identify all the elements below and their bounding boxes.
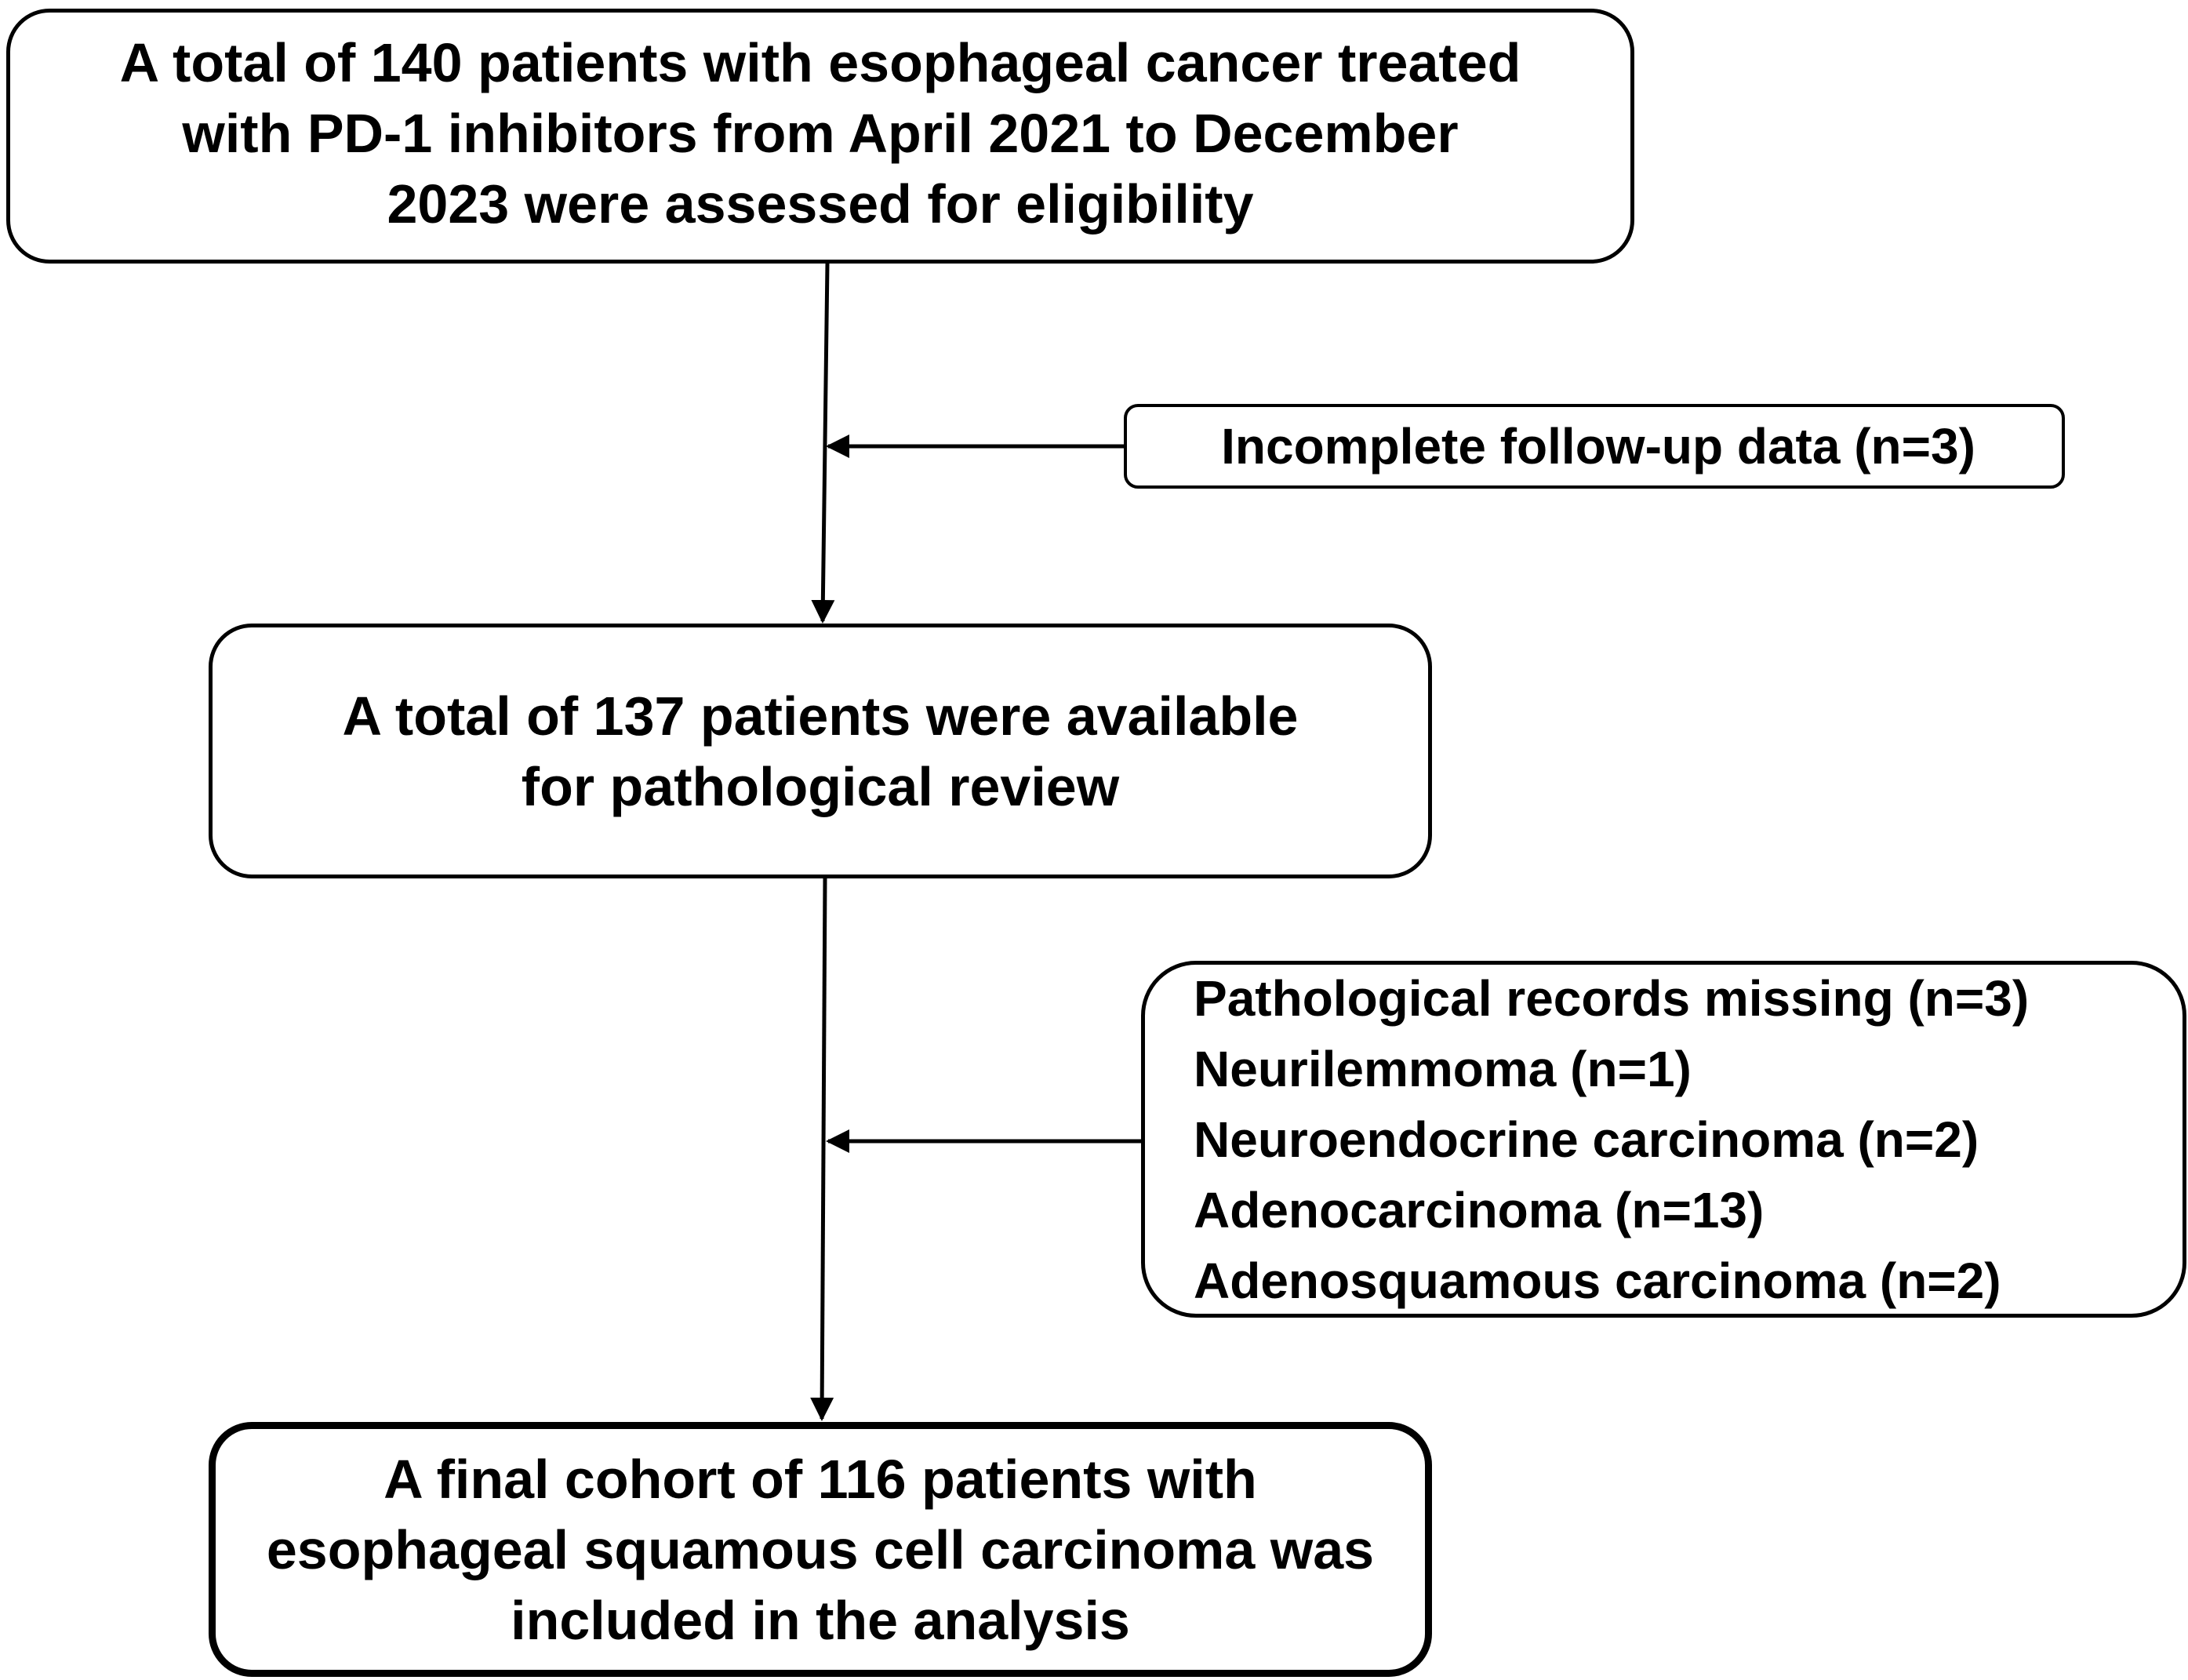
assessed-box-line-3: 2023 were assessed for eligibility	[387, 173, 1254, 235]
final-box-line-1: A final cohort of 116 patients with	[383, 1448, 1257, 1510]
pathological-review-box: A total of 137 patients were available f…	[209, 624, 1432, 878]
exclusion-follow-up-line: Incomplete follow-up data (n=3)	[1221, 418, 1975, 475]
final-box-line-2: esophageal squamous cell carcinoma was	[266, 1518, 1375, 1580]
review-box-line-1: A total of 137 patients were available	[342, 685, 1299, 747]
exclusion-adenosquamous-carcinoma: Adenosquamous carcinoma (n=2)	[1194, 1252, 2001, 1309]
assessed-box-line-2: with PD-1 inhibitors from April 2021 to …	[182, 102, 1459, 164]
exclusion-box-follow-up: Incomplete follow-up data (n=3)	[1124, 404, 2065, 489]
exclusion-neurilemmoma: Neurilemmoma (n=1)	[1194, 1040, 1692, 1097]
final-cohort-box: A final cohort of 116 patients with esop…	[209, 1422, 1432, 1677]
assessed-box-line-1: A total of 140 patients with esophageal …	[119, 31, 1521, 93]
final-box-line-3: included in the analysis	[511, 1589, 1130, 1651]
assessed-for-eligibility-box: A total of 140 patients with esophageal …	[6, 9, 1634, 264]
flow-arrow-middle-to-final	[810, 878, 834, 1421]
exclusion-pathology-records-missing: Pathological records missing (n=3)	[1194, 969, 2030, 1027]
flow-arrow-top-to-middle	[811, 263, 835, 624]
exclusion-neuroendocrine-carcinoma: Neuroendocrine carcinoma (n=2)	[1194, 1111, 1979, 1168]
exclusion-adenocarcinoma: Adenocarcinoma (n=13)	[1194, 1181, 1765, 1238]
review-box-line-2: for pathological review	[521, 755, 1120, 817]
exclusion-box-pathology: Pathological records missing (n=3) Neuri…	[1141, 961, 2186, 1318]
